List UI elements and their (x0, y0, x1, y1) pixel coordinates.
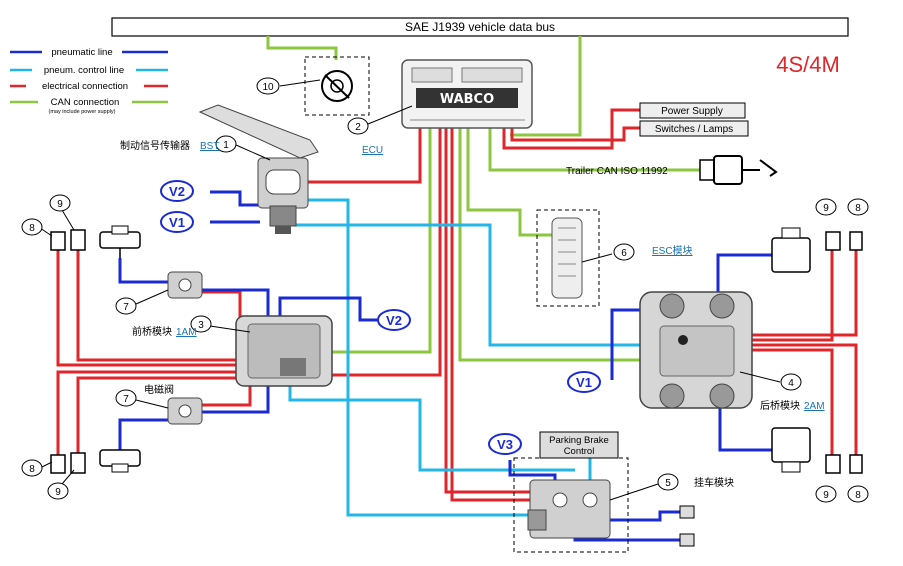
power-supply-box: Power Supply (639, 102, 746, 119)
callout-4: 4 (788, 378, 794, 389)
brake-chamber-front-bottom (99, 449, 141, 473)
callout-10: 10 (262, 82, 274, 93)
trailer-module-label: 挂车模块 (694, 476, 734, 489)
callout-7a: 7 (123, 302, 129, 313)
brake-signal-transmitter (198, 104, 319, 234)
callout-2: 2 (355, 122, 361, 133)
bst-label-prefix: 制动信号传输器 (120, 139, 190, 152)
solenoid-label: 电磁阀 (144, 383, 174, 396)
valve-v1-right: V1 (576, 375, 592, 390)
callout-8-rr: 8 (855, 490, 861, 501)
legend-electrical: electrical connection (42, 81, 128, 92)
pneum-control-lines (288, 198, 640, 517)
valve-v2-mid: V2 (386, 313, 402, 328)
brake-chamber-rear-top (771, 227, 811, 273)
trailer-can-label: Trailer CAN ISO 11992 (566, 166, 668, 177)
callout-5: 5 (665, 478, 671, 489)
valve-markers: V2 V1 V2 V1 V3 (160, 180, 601, 455)
legend-can-note: (may include power supply) (49, 109, 116, 115)
brake-chamber-rear-bottom (771, 427, 811, 473)
callout-1: 1 (223, 140, 229, 151)
legend-pneumatic: pneumatic line (51, 47, 112, 58)
text-labels: ECU 制动信号传输器 BST ESC模块 前桥模块 1AM 电磁阀 后桥模块 … (120, 139, 825, 489)
callout-9-fl: 9 (57, 199, 63, 210)
parking-brake-label-2: Control (564, 446, 595, 457)
legend-pneum-control: pneum. control line (44, 65, 124, 76)
rear-module-link[interactable]: 2AM (804, 401, 825, 412)
solenoid-valve-bottom (167, 397, 203, 425)
ecu-label: ECU (362, 145, 383, 156)
solenoid-valve-top (167, 271, 203, 299)
front-module-link[interactable]: 1AM (176, 327, 197, 338)
esc-link[interactable]: ESC模块 (652, 245, 693, 257)
callout-9-rl: 9 (55, 487, 61, 498)
callout-8-fl: 8 (29, 223, 35, 234)
trailer-can-connector: Trailer CAN ISO 11992 (566, 155, 778, 185)
legend-can: CAN connection (51, 97, 120, 108)
parking-brake-label-1: Parking Brake (549, 435, 609, 446)
callout-3: 3 (198, 320, 204, 331)
legend: pneumatic line pneum. control line elect… (10, 46, 168, 115)
valve-v1-left: V1 (169, 215, 185, 230)
callout-6: 6 (621, 248, 627, 259)
callout-9-rr: 9 (823, 490, 829, 501)
callout-9-fr: 9 (823, 203, 829, 214)
esc-module (536, 209, 600, 307)
trailer-control-module: Parking Brake Control (513, 431, 695, 553)
callouts: 10 2 1 6 3 7 7 4 5 8 9 8 (21, 77, 869, 503)
ecu-brand: WABCO (440, 92, 494, 107)
rear-axle-module (639, 291, 753, 409)
switches-lamps-box: Switches / Lamps (639, 120, 749, 137)
power-supply-label: Power Supply (661, 106, 723, 117)
front-axle-module (235, 315, 333, 387)
callout-7b: 7 (123, 394, 129, 405)
valve-v2-top: V2 (169, 184, 185, 199)
callout-8-fr: 8 (855, 203, 861, 214)
callout-8-rl: 8 (29, 464, 35, 475)
rear-sensors (825, 231, 863, 474)
rear-module-label-prefix: 后桥模块 (760, 400, 800, 412)
j1939-bus: SAE J1939 vehicle data bus (111, 17, 849, 37)
bst-link[interactable]: BST (200, 141, 219, 152)
warning-lamp-10 (304, 56, 370, 116)
brake-chamber-front-top (99, 225, 141, 258)
ecu-unit: WABCO (401, 59, 533, 129)
config-label: 4S/4M (776, 52, 840, 77)
valve-v3: V3 (497, 437, 513, 452)
front-module-label-prefix: 前桥模块 (132, 325, 172, 338)
bus-title: SAE J1939 vehicle data bus (405, 20, 555, 34)
front-sensors (50, 229, 86, 474)
switches-lamps-label: Switches / Lamps (655, 124, 733, 135)
